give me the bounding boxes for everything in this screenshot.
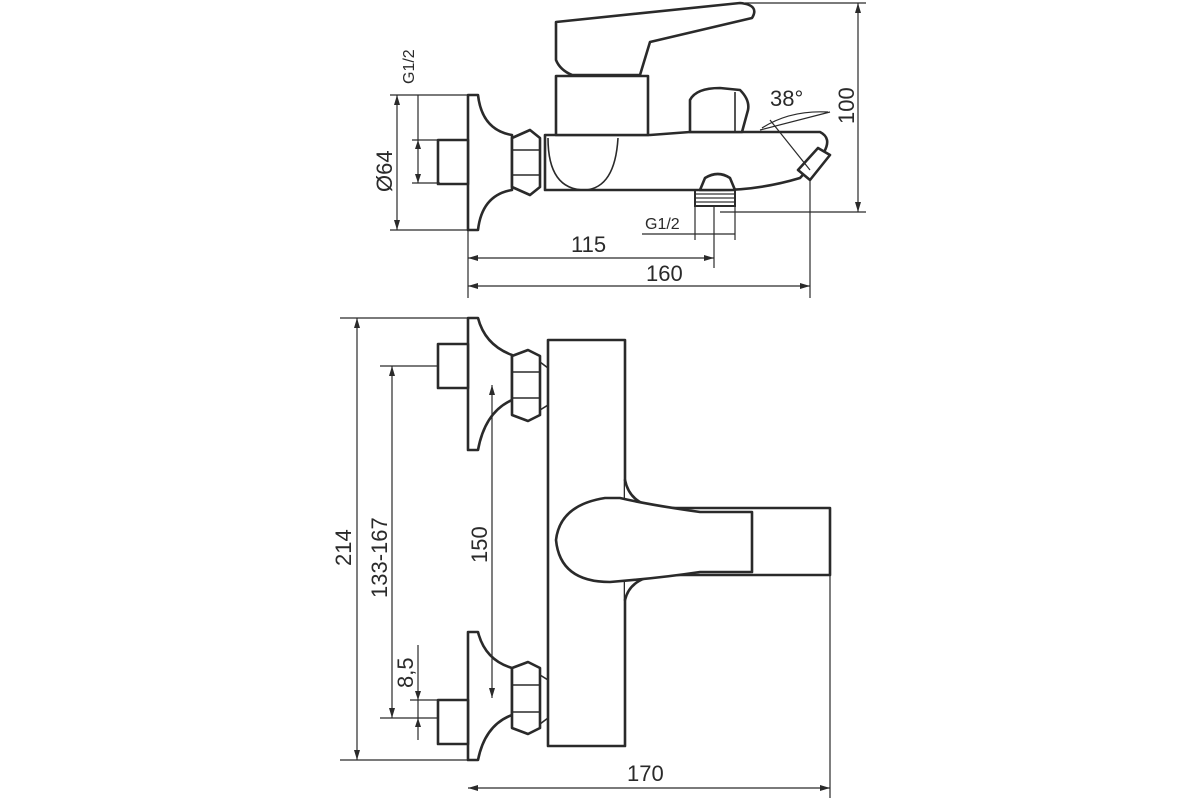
front-view [340, 316, 832, 798]
side-lever-handle [554, 1, 756, 77]
side-flange [466, 93, 514, 232]
side-cartridge [554, 74, 650, 137]
side-cartridge-curve [547, 137, 619, 191]
front-lever [554, 496, 754, 584]
front-inlet-stub-upper [436, 342, 470, 390]
height-label: 100 [834, 87, 859, 124]
total-depth-label: 160 [646, 261, 683, 286]
offset-label: 8,5 [393, 657, 418, 688]
front-inlet-stub-lower [436, 698, 470, 746]
front-flange-lower [466, 630, 514, 762]
front-hex-nut-upper [510, 348, 542, 423]
front-hex-nut-lower [510, 660, 542, 736]
side-inlet-stub [436, 138, 470, 186]
front-flange-upper [466, 316, 514, 452]
center-distance-label: 150 [467, 526, 492, 563]
side-outlet-connector [698, 172, 737, 192]
side-spout-nozzle [796, 146, 832, 182]
inlet-thread-label: G1/2 [401, 49, 418, 84]
outlet-thread-label: G1/2 [645, 216, 680, 233]
side-valve-body [543, 130, 829, 192]
total-width-label: 170 [627, 761, 664, 786]
side-outlet-thread [694, 189, 736, 207]
center-adjust-label: 133-167 [367, 517, 392, 598]
total-height-label: 214 [331, 529, 356, 566]
side-diverter-knob [688, 86, 750, 134]
flange-diameter-label: Ø64 [372, 150, 397, 192]
spout-angle-label: 38° [770, 86, 803, 111]
side-view [390, 1, 866, 298]
side-hex-nut [510, 128, 542, 197]
outlet-distance-label: 115 [571, 232, 606, 257]
